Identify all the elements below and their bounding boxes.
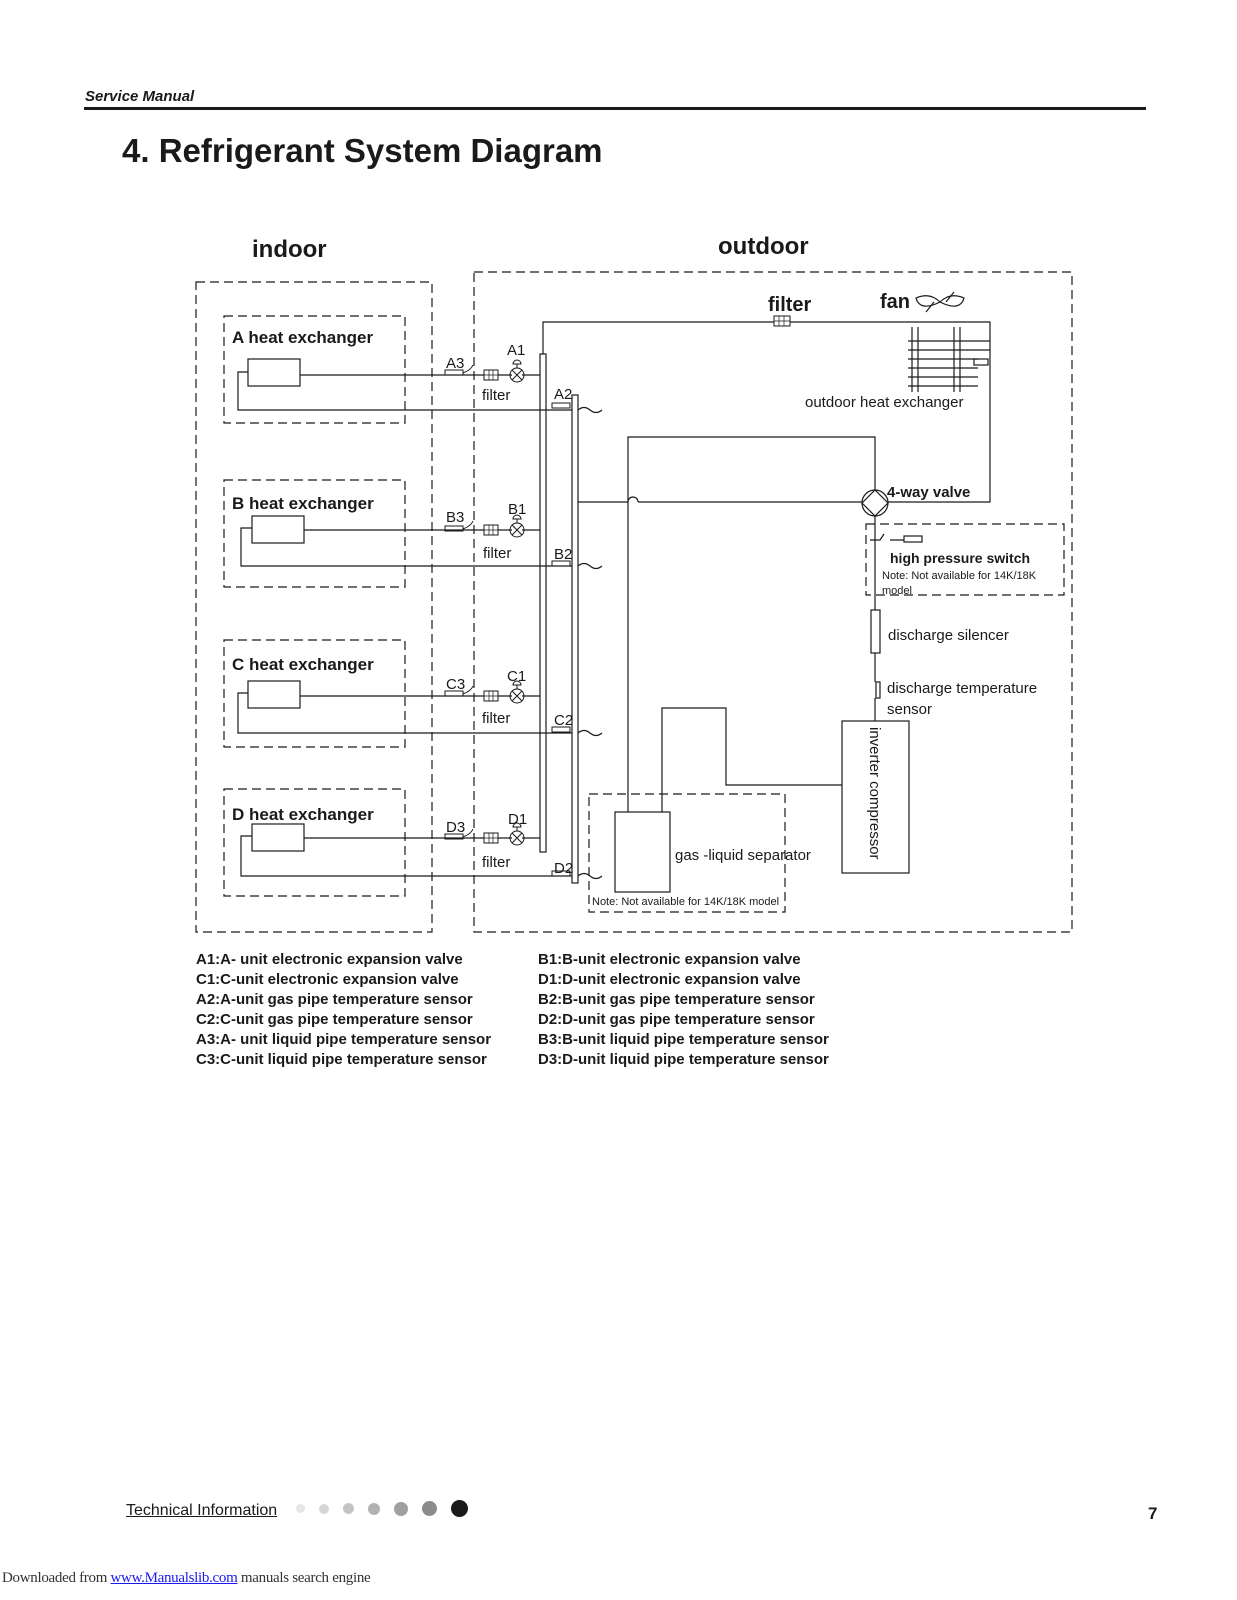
- legend-row: A1:A- unit electronic expansion valve B1:…: [196, 950, 829, 970]
- unit-d-hx-label: D heat exchanger: [232, 805, 374, 824]
- page-number: 7: [1148, 1504, 1158, 1523]
- label-c1: C1: [507, 668, 526, 685]
- legend-entry: C1:C-unit electronic expansion valve: [196, 971, 459, 988]
- legend-row: C2:C-unit gas pipe temperature sensor D2:…: [196, 1010, 829, 1030]
- unit-c-hx-label: C heat exchanger: [232, 655, 374, 674]
- discharge-silencer: [870, 609, 881, 654]
- legend-row: C3:C-unit liquid pipe temperature sensor…: [196, 1050, 829, 1070]
- progress-dot: [319, 1503, 329, 1514]
- unit-b-box: [223, 479, 406, 588]
- legend-entry: B2:B-unit gas pipe temperature sensor: [538, 991, 815, 1008]
- progress-dot: [422, 1501, 437, 1516]
- progress-dot-active: [451, 1500, 468, 1517]
- legend-entry: A2:A-unit gas pipe temperature sensor: [196, 991, 473, 1008]
- progress-dot: [368, 1502, 380, 1515]
- progress-dot: [343, 1503, 354, 1514]
- liquid-header: [539, 353, 547, 853]
- compressor-label: inverter compressor: [866, 727, 883, 860]
- valve-a1: [509, 359, 525, 383]
- legend-entry: B3:B-unit liquid pipe temperature sensor: [538, 1031, 829, 1048]
- fan-icon: [915, 291, 965, 313]
- header-rule: [84, 107, 1146, 110]
- outdoor-label: outdoor: [718, 233, 809, 260]
- legend-entry: A3:A- unit liquid pipe temperature senso…: [196, 1031, 492, 1048]
- label-b3: B3: [446, 509, 464, 526]
- label-b1: B1: [508, 501, 526, 518]
- unit-c-box: [223, 639, 406, 748]
- page-title: 4. Refrigerant System Diagram: [122, 132, 603, 169]
- progress-dot: [394, 1501, 408, 1516]
- label-b2: B2: [554, 546, 572, 563]
- manualslib-link[interactable]: www.Manualslib.com: [110, 1570, 238, 1586]
- label-a1: A1: [507, 342, 525, 359]
- valve-d1: [509, 822, 525, 846]
- indoor-label: indoor: [252, 236, 327, 263]
- indoor-area: [195, 281, 433, 933]
- label-d2: D2: [554, 860, 573, 877]
- legend-row: A3:A- unit liquid pipe temperature senso…: [196, 1030, 829, 1050]
- hps-note-line2: model: [882, 585, 912, 597]
- header-section-label: Service Manual: [85, 88, 195, 105]
- label-a3: A3: [446, 355, 464, 372]
- dts-label-line1: discharge temperature: [887, 680, 1037, 697]
- download-prefix: Downloaded from: [2, 1570, 111, 1586]
- unit-b-coil: [251, 515, 305, 544]
- legend: A1:A- unit electronic expansion valve B1:…: [196, 950, 829, 1070]
- fan-label: fan: [880, 291, 910, 313]
- hps-box: [865, 523, 1065, 596]
- separator-box: [588, 793, 786, 913]
- label-d-filter: filter: [482, 854, 510, 871]
- legend-entry: D2:D-unit gas pipe temperature sensor: [538, 1011, 815, 1028]
- label-d3: D3: [446, 819, 465, 836]
- legend-entry: D1:D-unit electronic expansion valve: [538, 971, 801, 988]
- legend-entry: B1:B-unit electronic expansion valve: [538, 951, 801, 968]
- legend-row: C1:C-unit electronic expansion valve D1:…: [196, 970, 829, 990]
- legend-row: A2:A-unit gas pipe temperature sensor B2:…: [196, 990, 829, 1010]
- label-b-filter: filter: [483, 545, 511, 562]
- progress-dot: [296, 1504, 305, 1513]
- progress-dots: [296, 1500, 482, 1517]
- hps-note-line1: Note: Not available for 14K/18K: [882, 570, 1037, 582]
- unit-d-coil: [251, 823, 305, 852]
- footer-section-label: Technical Information: [126, 1502, 278, 1519]
- valve-b1: [509, 514, 525, 538]
- label-a2: A2: [554, 386, 572, 403]
- outdoor-hx-label: outdoor heat exchanger: [805, 394, 963, 411]
- outdoor-area: [473, 271, 1073, 933]
- download-notice: Downloaded from www.Manualslib.com manua…: [2, 1570, 371, 1587]
- separator-vessel: [614, 811, 671, 893]
- download-suffix: manuals search engine: [237, 1570, 371, 1586]
- unit-a-coil: [247, 358, 301, 387]
- separator-note: Note: Not available for 14K/18K model: [592, 896, 779, 908]
- four-way-label: 4-way valve: [887, 484, 970, 501]
- label-c3: C3: [446, 676, 465, 693]
- dts-symbol: [875, 681, 881, 699]
- separator-label: gas -liquid separator: [675, 847, 811, 864]
- compressor: [841, 720, 910, 874]
- legend-entry: C3:C-unit liquid pipe temperature sensor: [196, 1051, 487, 1068]
- valve-c1: [509, 680, 525, 704]
- gas-header: [571, 394, 579, 884]
- unit-b-hx-label: B heat exchanger: [232, 494, 374, 513]
- unit-d-box: [223, 788, 406, 897]
- legend-entry: C2:C-unit gas pipe temperature sensor: [196, 1011, 473, 1028]
- unit-c-coil: [247, 680, 301, 709]
- four-way-valve: [861, 489, 889, 517]
- legend-entry: A1:A- unit electronic expansion valve: [196, 951, 463, 968]
- silencer-label: discharge silencer: [888, 627, 1009, 644]
- label-d1: D1: [508, 811, 527, 828]
- unit-a-hx-label: A heat exchanger: [232, 328, 373, 347]
- legend-entry: D3:D-unit liquid pipe temperature sensor: [538, 1051, 829, 1068]
- label-c2: C2: [554, 712, 573, 729]
- unit-a-box: [223, 315, 406, 424]
- dts-label-line2: sensor: [887, 701, 932, 718]
- label-a-filter: filter: [482, 387, 510, 404]
- top-filter-label: filter: [768, 294, 812, 316]
- outdoor-coil: [908, 327, 990, 392]
- label-c-filter: filter: [482, 710, 510, 727]
- hps-label: high pressure switch: [890, 550, 1030, 566]
